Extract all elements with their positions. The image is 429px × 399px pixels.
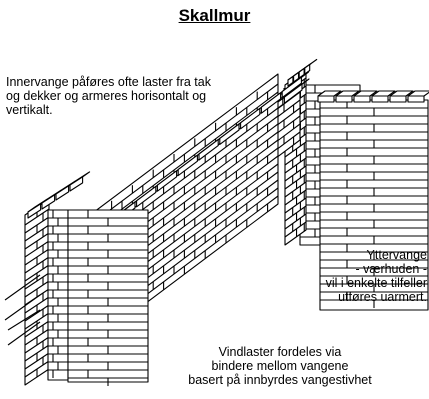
outer-top-brick — [407, 95, 425, 103]
inner-note-line: og dekker og armeres horisontalt og — [6, 89, 207, 103]
bed-joint — [284, 221, 307, 238]
pillar-left-top-brick — [27, 203, 42, 219]
pillar-top-brick — [304, 63, 311, 75]
wall-tie — [4, 294, 41, 321]
outer-top-brick — [198, 139, 219, 161]
outer-top-brick — [353, 95, 371, 103]
wall-tie — [4, 274, 41, 301]
bed-joint — [284, 205, 307, 222]
pillar-top-brick — [287, 75, 294, 87]
outer-top-brick — [335, 95, 353, 103]
outer-top-brick — [389, 95, 407, 103]
wall-drawing — [4, 58, 429, 386]
bed-joint — [284, 149, 307, 166]
pillar-top-brick — [293, 71, 300, 83]
outer-top-brick — [219, 123, 240, 145]
wind-note-line: bindere mellom vangene — [211, 359, 349, 373]
wind-note-line: Vindlaster fordeles via — [218, 345, 342, 359]
outer-top-brick — [281, 76, 302, 99]
inner-top-brick — [283, 83, 303, 104]
bed-joint — [284, 141, 307, 158]
bed-joint — [284, 189, 307, 206]
outer-note-line: utføres uarmert. — [338, 290, 427, 304]
inner-wythe-note: Innervange påføres ofte laster fra tak o… — [6, 75, 276, 117]
wind-load-note: Vindlaster fordeles via bindere mellom v… — [150, 345, 410, 387]
inner-note-line: vertikalt. — [6, 103, 53, 117]
bed-joint — [284, 213, 307, 230]
outer-note-line: - værhuden - — [355, 262, 427, 276]
outer-note-line: vil i enkelte tilfeller — [325, 276, 427, 290]
wall-tie — [7, 321, 41, 346]
bed-joint — [284, 173, 307, 190]
pillar-left-top-brick — [41, 194, 56, 210]
outer-top-brick — [136, 185, 157, 208]
page-title: Skallmur — [178, 6, 251, 25]
outer-top-brick — [240, 107, 261, 130]
bed-joint — [284, 157, 307, 174]
bed-joint — [284, 165, 307, 182]
outer-top-brick — [317, 95, 335, 103]
outer-top-brick — [371, 95, 389, 103]
outer-top-brick — [156, 170, 178, 192]
wall-tie — [7, 309, 41, 331]
pillar-top-brick — [298, 67, 305, 79]
inner-note-line: Innervange påføres ofte laster fra tak — [6, 75, 211, 89]
bed-joint — [284, 197, 307, 214]
outer-wythe-note: Yttervange - værhuden - vil i enkelte ti… — [267, 248, 427, 304]
wind-note-line: basert på innbyrdes vangestivhet — [188, 373, 372, 387]
pillar-left-top-brick — [69, 176, 84, 192]
outer-note-line: Yttervange — [366, 248, 427, 262]
outer-top-brick — [260, 92, 282, 114]
pillar-left-top-brick — [55, 185, 70, 201]
bed-joint — [284, 181, 307, 198]
outer-top-brick — [177, 154, 198, 177]
